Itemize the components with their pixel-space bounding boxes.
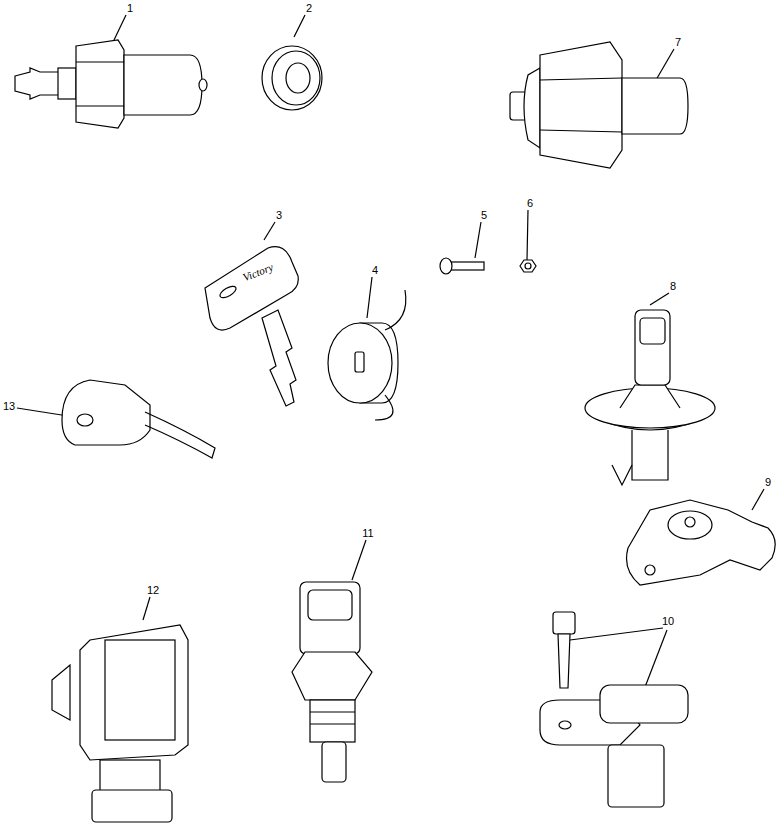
coolant-sensor xyxy=(308,590,352,620)
crank-sensor xyxy=(145,412,215,458)
crank-sensor xyxy=(77,414,93,426)
map-sensor xyxy=(52,625,188,822)
coolant-sensor xyxy=(310,711,355,712)
throttle-position-sensor xyxy=(685,517,695,527)
screw xyxy=(440,258,484,274)
callout-number: 9 xyxy=(765,477,771,488)
callout-number: 3 xyxy=(276,210,282,221)
callout-number: 4 xyxy=(372,265,378,276)
pressure-switch xyxy=(199,79,207,91)
callout-number: 13 xyxy=(3,401,15,412)
leader-line xyxy=(114,15,126,40)
pressure-switch xyxy=(76,40,124,128)
ignition-switch xyxy=(375,395,393,420)
temperature-sensor xyxy=(632,430,668,480)
coolant-sensor xyxy=(310,723,355,724)
nut xyxy=(525,263,531,269)
brand-text: Victory xyxy=(241,261,275,284)
ignition-switch xyxy=(328,290,406,420)
callout-number: 8 xyxy=(670,281,676,292)
speed-sensor xyxy=(559,721,571,729)
knock-sensor xyxy=(540,78,622,80)
leader-line xyxy=(294,15,305,37)
callout-number: 12 xyxy=(147,585,159,596)
coolant-sensor xyxy=(292,582,372,782)
temperature-sensor xyxy=(635,310,670,385)
map-sensor xyxy=(52,665,70,720)
key xyxy=(218,284,238,300)
throttle-position-sensor xyxy=(627,500,776,585)
throttle-position-sensor xyxy=(645,565,655,575)
pressure-switch xyxy=(58,68,76,99)
knock-sensor xyxy=(510,42,688,168)
coolant-sensor xyxy=(300,582,360,654)
crank-sensor xyxy=(62,380,215,458)
leader-line xyxy=(475,222,481,258)
pressure-switch xyxy=(76,105,124,106)
temperature-sensor xyxy=(585,310,715,485)
speed-sensor xyxy=(553,612,575,634)
ignition-switch xyxy=(355,352,364,372)
leader-line xyxy=(367,277,372,318)
screw xyxy=(448,262,484,270)
ignition-switch xyxy=(328,323,392,403)
pressure-switch xyxy=(15,40,207,128)
key xyxy=(262,310,296,406)
leader-line xyxy=(752,489,764,510)
callout-number: 1 xyxy=(127,3,133,14)
knock-sensor xyxy=(540,130,622,132)
map-sensor xyxy=(80,625,188,760)
callout-number: 7 xyxy=(675,37,681,48)
throttle-position-sensor xyxy=(627,500,776,585)
pressure-switch xyxy=(76,61,124,62)
leader-line xyxy=(527,210,528,260)
map-sensor xyxy=(92,790,172,822)
washer xyxy=(272,51,320,105)
washer xyxy=(262,46,322,110)
callout-number: 11 xyxy=(362,528,373,539)
speed-sensor xyxy=(558,634,570,688)
key xyxy=(205,247,298,330)
leader-line xyxy=(352,540,366,580)
throttle-position-sensor xyxy=(668,511,712,539)
screw xyxy=(440,258,452,274)
leader-line xyxy=(17,408,68,416)
temperature-sensor xyxy=(620,385,680,408)
washer xyxy=(262,46,322,110)
speed-sensor xyxy=(540,612,688,807)
speed-sensor xyxy=(600,685,688,723)
pressure-switch xyxy=(15,68,60,99)
knock-sensor xyxy=(540,42,622,168)
coolant-sensor xyxy=(322,742,346,782)
knock-sensor xyxy=(622,78,688,134)
temperature-sensor xyxy=(640,318,665,344)
callout-number: 10 xyxy=(662,616,674,627)
pressure-switch xyxy=(124,55,202,115)
temperature-sensor xyxy=(612,465,632,485)
leader-line xyxy=(656,49,674,80)
callout-number: 2 xyxy=(306,3,312,14)
nut xyxy=(520,260,536,272)
leader-line xyxy=(143,597,150,620)
leader-line xyxy=(570,628,663,640)
ignition-switch xyxy=(385,290,406,330)
crank-sensor xyxy=(62,380,150,445)
callout-number: 5 xyxy=(481,210,487,221)
speed-sensor xyxy=(608,745,664,807)
leader-line xyxy=(17,15,764,700)
key xyxy=(205,247,298,406)
callout-number: 6 xyxy=(527,198,533,209)
coolant-sensor xyxy=(310,700,355,742)
map-sensor xyxy=(105,640,175,740)
knock-sensor xyxy=(524,68,540,148)
nut xyxy=(520,260,536,272)
coolant-sensor xyxy=(292,652,372,700)
leader-line xyxy=(650,293,669,305)
washer xyxy=(286,63,310,93)
leader-line xyxy=(264,222,275,240)
